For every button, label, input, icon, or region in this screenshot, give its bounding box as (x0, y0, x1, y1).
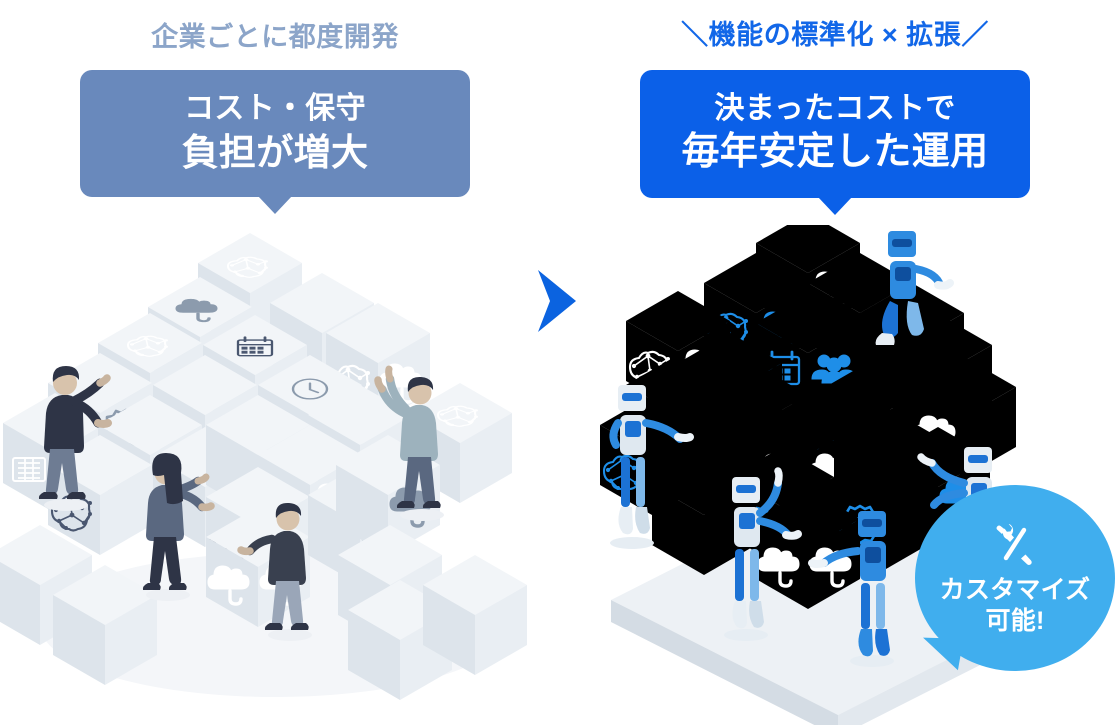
left-callout-tail (258, 196, 292, 214)
right-callout-bubble: 決まったコストで 毎年安定した運用 (640, 70, 1030, 215)
person-figure (142, 453, 215, 601)
left-callout-bubble: コスト・保守 負担が増大 (80, 70, 470, 214)
right-panel-heading: ＼機能の標準化 × 拡張／ (640, 22, 1030, 49)
badge-circle (915, 485, 1115, 671)
left-panel-heading: 企業ごとに都度開発 (151, 22, 399, 52)
chevron-right-icon (530, 268, 586, 334)
left-callout-line2: 負担が増大 (181, 131, 369, 173)
person-figure (38, 366, 112, 511)
heading-slash-left: ＼ (681, 20, 709, 50)
robot-figure (875, 231, 954, 345)
robot-figure (724, 467, 802, 641)
right-panel-heading-text: 機能の標準化 × 拡張 (708, 20, 962, 50)
left-illustration: #scene-left .ctop { fill: #F2F5F8; } #sc… (0, 225, 540, 725)
badge-line2: 可能! (985, 606, 1045, 635)
robot-figure (808, 511, 894, 667)
robot-figure (609, 385, 694, 549)
right-callout-line1: 決まったコストで (714, 91, 956, 125)
heading-slash-right: ／ (961, 20, 989, 50)
person-figure (237, 502, 312, 641)
person-figure (374, 365, 444, 521)
right-callout-tail (818, 197, 852, 215)
tools-cross-icon (992, 523, 1038, 571)
customize-badge: カスタマイズ 可能! (915, 485, 1115, 671)
badge-line1: カスタマイズ (939, 576, 1091, 604)
right-callout-line2: 毎年安定した運用 (681, 131, 989, 174)
left-callout-line1: コスト・保守 (184, 92, 366, 126)
